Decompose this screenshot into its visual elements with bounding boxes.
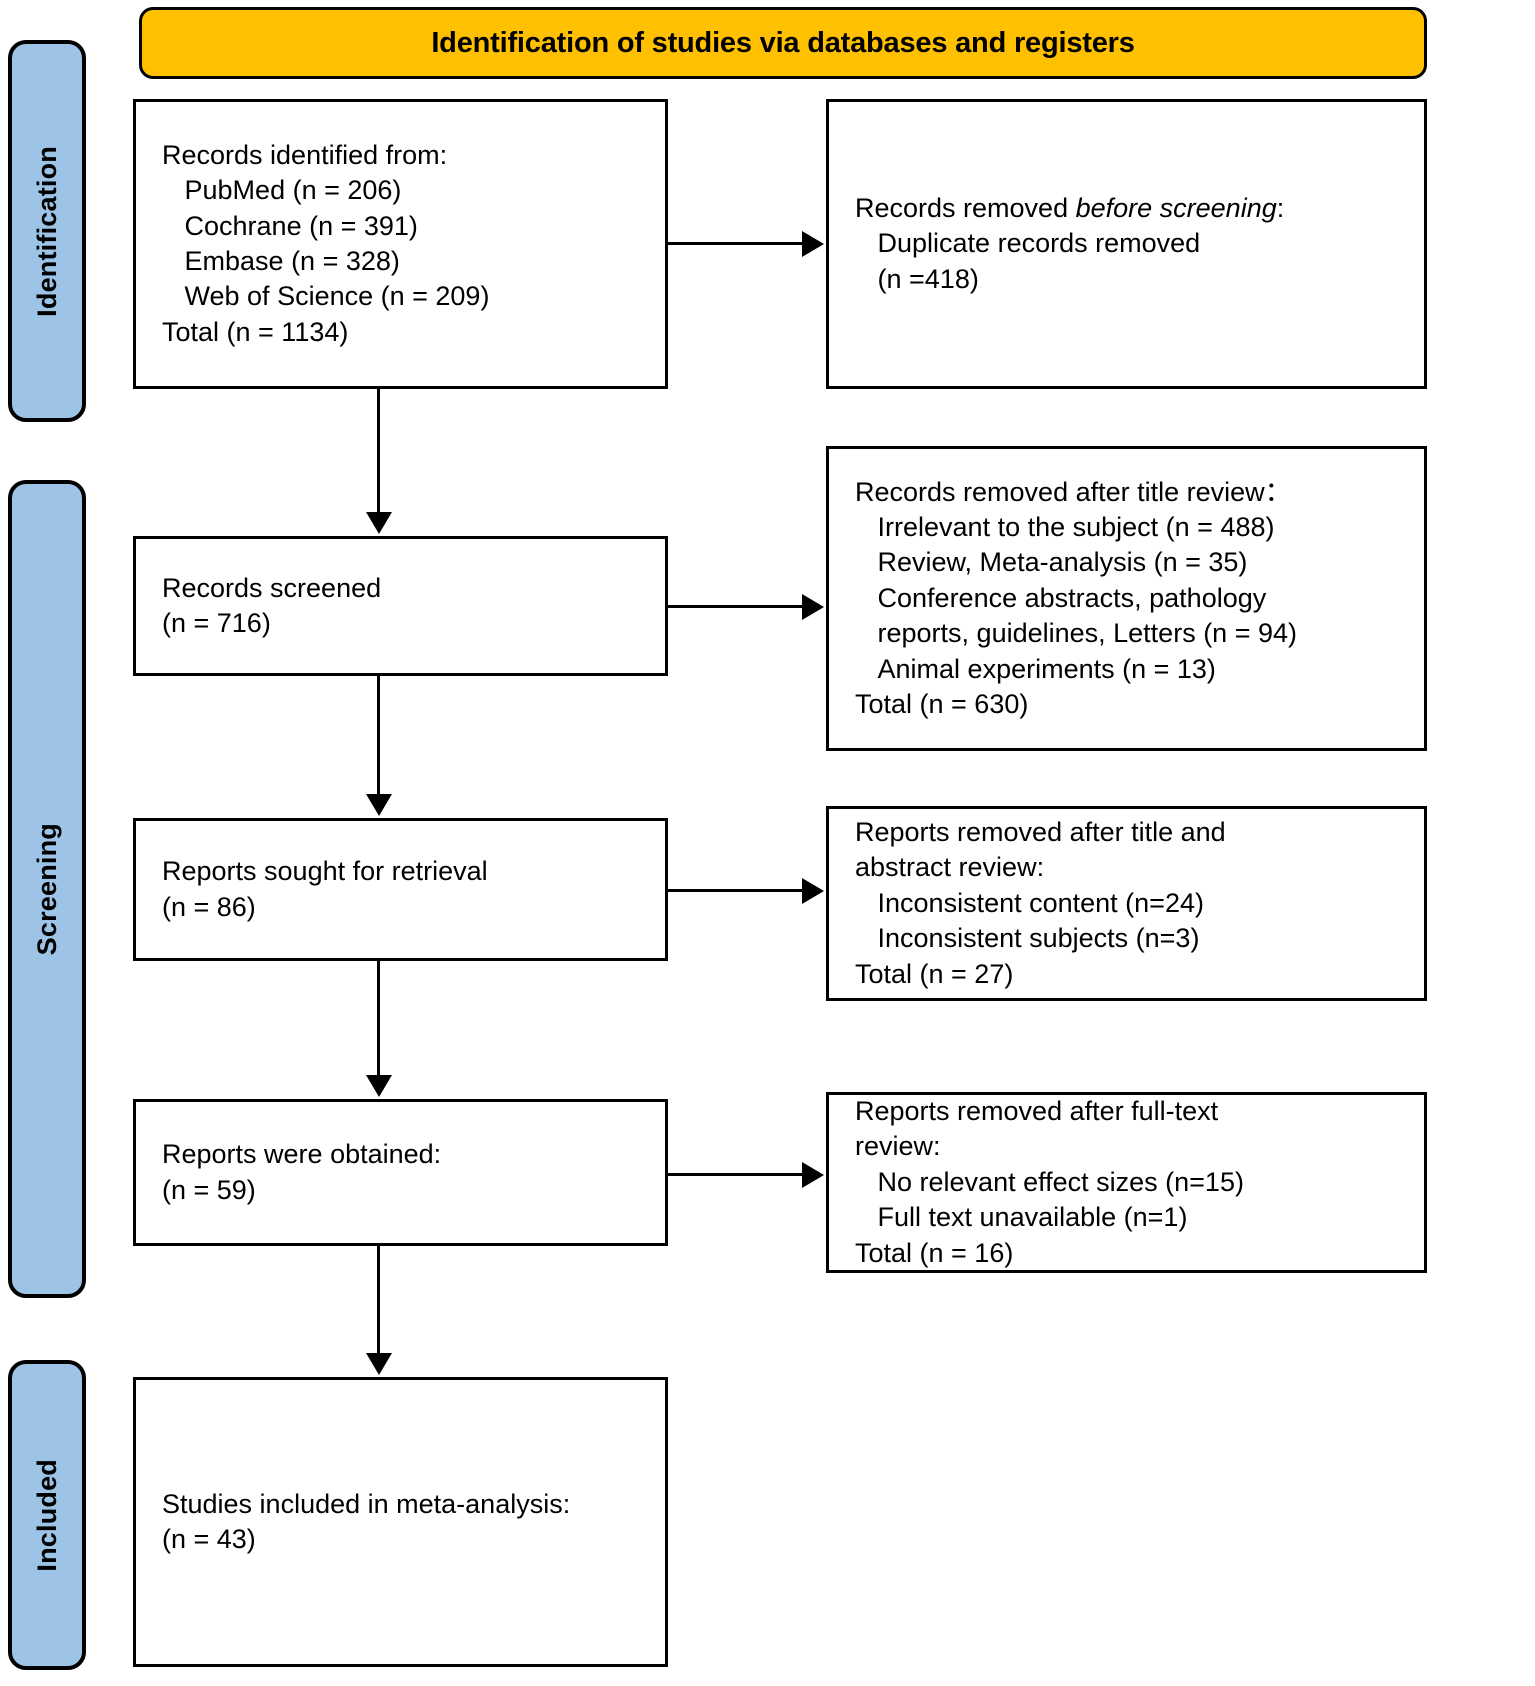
node-reports-sought-text: Reports sought for retrieval (n = 86) (162, 856, 488, 922)
arrow-screened-to-sought (366, 794, 392, 816)
node-reports-removed-abstract-review: Reports removed after title and abstract… (826, 806, 1427, 1001)
connector-sought-to-removed-abstract (668, 889, 802, 892)
removed-before-trail: : Duplicate records removed (n =418) (877, 192, 1285, 294)
node-records-identified: Records identified from: PubMed (n = 206… (133, 99, 668, 389)
node-reports-removed-fulltext-review-text: Reports removed after full-text review: … (855, 1096, 1244, 1268)
phase-label-included: Included (8, 1360, 86, 1670)
connector-identified-to-screened (377, 389, 380, 512)
page-title: Identification of studies via databases … (431, 26, 1135, 59)
connector-screened-to-sought (377, 676, 380, 794)
connector-identified-to-removed-before (668, 242, 802, 245)
arrow-identified-to-removed-before (802, 231, 824, 257)
node-reports-sought: Reports sought for retrieval (n = 86) (133, 818, 668, 961)
arrow-sought-to-obtained (366, 1075, 392, 1097)
phase-label-identification: Identification (8, 40, 86, 422)
connector-screened-to-removed-title (668, 605, 802, 608)
node-studies-included-text: Studies included in meta-analysis: (n = … (162, 1488, 571, 1554)
node-records-screened-text: Records screened (n = 716) (162, 572, 382, 638)
arrow-identified-to-screened (366, 512, 392, 534)
node-records-removed-title-review-text: Records removed after title review： Irre… (855, 476, 1297, 719)
phase-label-screening-text: Screening (31, 822, 62, 956)
connector-obtained-to-removed-fulltext (668, 1173, 802, 1176)
node-studies-included: Studies included in meta-analysis: (n = … (133, 1377, 668, 1667)
node-records-removed-title-review: Records removed after title review： Irre… (826, 446, 1427, 751)
phase-label-identification-text: Identification (31, 145, 62, 317)
node-reports-obtained-text: Reports were obtained: (n = 59) (162, 1139, 442, 1205)
arrow-obtained-to-included (366, 1353, 392, 1375)
connector-sought-to-obtained (377, 961, 380, 1075)
arrow-screened-to-removed-title (802, 594, 824, 620)
removed-before-emphasis: before screening (1075, 192, 1277, 223)
node-reports-obtained: Reports were obtained: (n = 59) (133, 1099, 668, 1246)
header-banner: Identification of studies via databases … (139, 7, 1427, 79)
arrow-sought-to-removed-abstract (802, 878, 824, 904)
node-records-identified-text: Records identified from: PubMed (n = 206… (162, 139, 490, 347)
node-reports-removed-abstract-review-text: Reports removed after title and abstract… (855, 817, 1226, 989)
node-records-removed-before-screening: Records removed before screening: Duplic… (826, 99, 1427, 389)
node-reports-removed-fulltext-review: Reports removed after full-text review: … (826, 1092, 1427, 1273)
phase-label-screening: Screening (8, 480, 86, 1298)
phase-label-included-text: Included (31, 1458, 62, 1572)
connector-obtained-to-included (377, 1246, 380, 1353)
node-records-screened: Records screened (n = 716) (133, 536, 668, 676)
removed-before-lead: Records removed (855, 192, 1076, 223)
node-records-removed-before-screening-text: Records removed before screening: Duplic… (829, 191, 1294, 297)
arrow-obtained-to-removed-fulltext (802, 1162, 824, 1188)
